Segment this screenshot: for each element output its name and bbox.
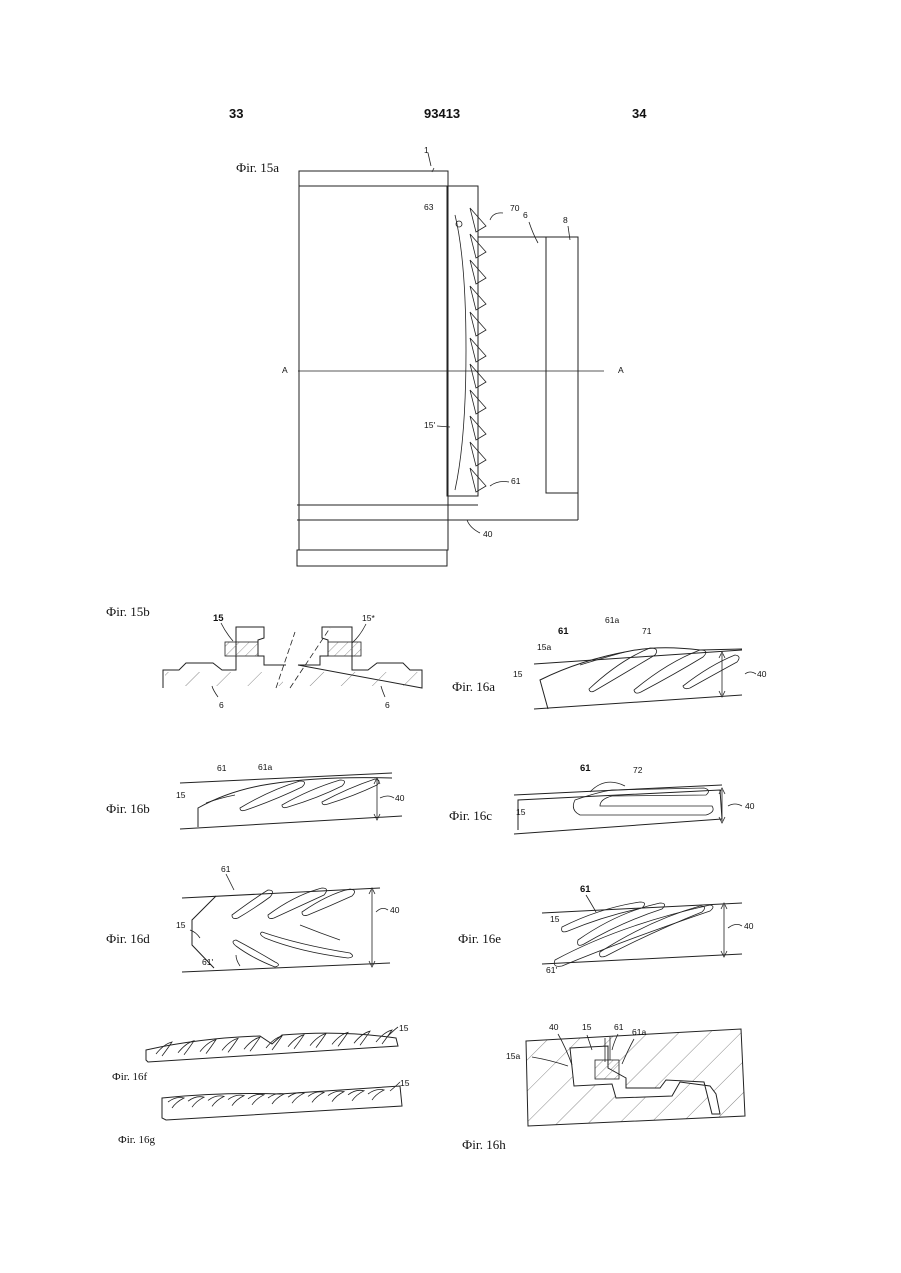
label-15: 15: [513, 669, 523, 679]
label-40: 40: [549, 1022, 559, 1032]
label-61a: 61a: [632, 1027, 646, 1037]
fig-16b-labels: 61 61a 15 40: [176, 762, 405, 803]
fig-16d-labels: 61 15 61' 40: [176, 864, 400, 967]
label-61-prime: 61': [546, 965, 557, 975]
label-40: 40: [745, 801, 755, 811]
label-15: 15: [213, 613, 224, 624]
fig-16a-drawing: [534, 648, 756, 709]
fig-15a-drawing: [297, 153, 604, 566]
wave-cut: [328, 1091, 344, 1102]
label-61: 61: [221, 864, 231, 874]
label-63: 63: [424, 202, 434, 212]
wave-cut: [244, 1037, 260, 1051]
fig-16f-labels: 15: [399, 1023, 409, 1033]
wave-cut: [222, 1038, 238, 1052]
fig-15a-labels: 1 63 70 6 8 A A 15' 61 40: [282, 145, 624, 539]
fig-16e-drawing: [542, 895, 742, 966]
fig-16b-drawing: [180, 773, 402, 829]
label-8: 8: [563, 215, 568, 225]
wave-cut: [228, 1095, 244, 1106]
label-15: 15: [516, 807, 526, 817]
label-15: 15: [399, 1023, 409, 1033]
label-61-prime: 61': [202, 957, 213, 967]
label-6-right: 6: [385, 700, 390, 710]
wave-cut: [268, 1094, 284, 1105]
fig-16g-drawing: [162, 1082, 402, 1120]
wave-cut: [188, 1097, 204, 1108]
label-61a: 61a: [258, 762, 272, 772]
label-A-right: A: [618, 365, 624, 375]
label-61a: 61a: [605, 615, 619, 625]
wave-cut: [156, 1042, 172, 1056]
label-70: 70: [510, 203, 520, 213]
wave-cut: [310, 1034, 326, 1048]
fig-16g-labels: 15: [400, 1078, 410, 1088]
label-15-star: 15*: [362, 613, 375, 623]
wave-cut: [288, 1035, 304, 1049]
wave-cut: [200, 1040, 216, 1054]
fig-16a-labels: 61 61a 71 15a 15 40: [513, 615, 767, 679]
label-15: 15: [400, 1078, 410, 1088]
label-71: 71: [642, 626, 652, 636]
label-40: 40: [483, 529, 493, 539]
label-6-left: 6: [219, 700, 224, 710]
wave-cut: [368, 1090, 384, 1101]
wave-cut: [354, 1031, 370, 1045]
label-15: 15: [550, 914, 560, 924]
fig-16f-drawing: [146, 1027, 398, 1062]
label-61: 61: [614, 1022, 624, 1032]
label-15-prime: 15': [424, 420, 435, 430]
wave-cut: [332, 1032, 348, 1046]
label-61: 61: [217, 763, 227, 773]
wave-cut: [208, 1096, 224, 1107]
fig-16d-drawing: [182, 874, 390, 972]
label-61: 61: [558, 626, 569, 637]
fig-15b-drawing: [163, 623, 422, 697]
label-15: 15: [176, 920, 186, 930]
label-40: 40: [757, 669, 767, 679]
wave-cut: [348, 1090, 364, 1101]
fig-16e-labels: 61 15 61' 40: [546, 884, 754, 975]
wave-cut: [168, 1098, 184, 1109]
wave-cut: [308, 1092, 324, 1103]
label-61: 61: [580, 763, 591, 774]
label-A-left: A: [282, 365, 288, 375]
label-15: 15: [176, 790, 186, 800]
label-40: 40: [744, 921, 754, 931]
fig-16c-drawing: [514, 782, 742, 834]
label-72: 72: [633, 765, 643, 775]
label-15a: 15a: [537, 642, 551, 652]
label-15: 15: [582, 1022, 592, 1032]
wave-cut: [266, 1036, 282, 1050]
fig-16h-drawing: [526, 1029, 745, 1126]
label-61: 61: [511, 476, 521, 486]
label-1: 1: [424, 145, 429, 155]
wave-cut: [288, 1093, 304, 1104]
label-40: 40: [390, 905, 400, 915]
label-40: 40: [395, 793, 405, 803]
fig-15b-labels: 15 15* 6 6: [213, 613, 390, 710]
label-61: 61: [580, 884, 591, 895]
label-15a: 15a: [506, 1051, 520, 1061]
wave-cut: [248, 1094, 264, 1105]
label-6: 6: [523, 210, 528, 220]
